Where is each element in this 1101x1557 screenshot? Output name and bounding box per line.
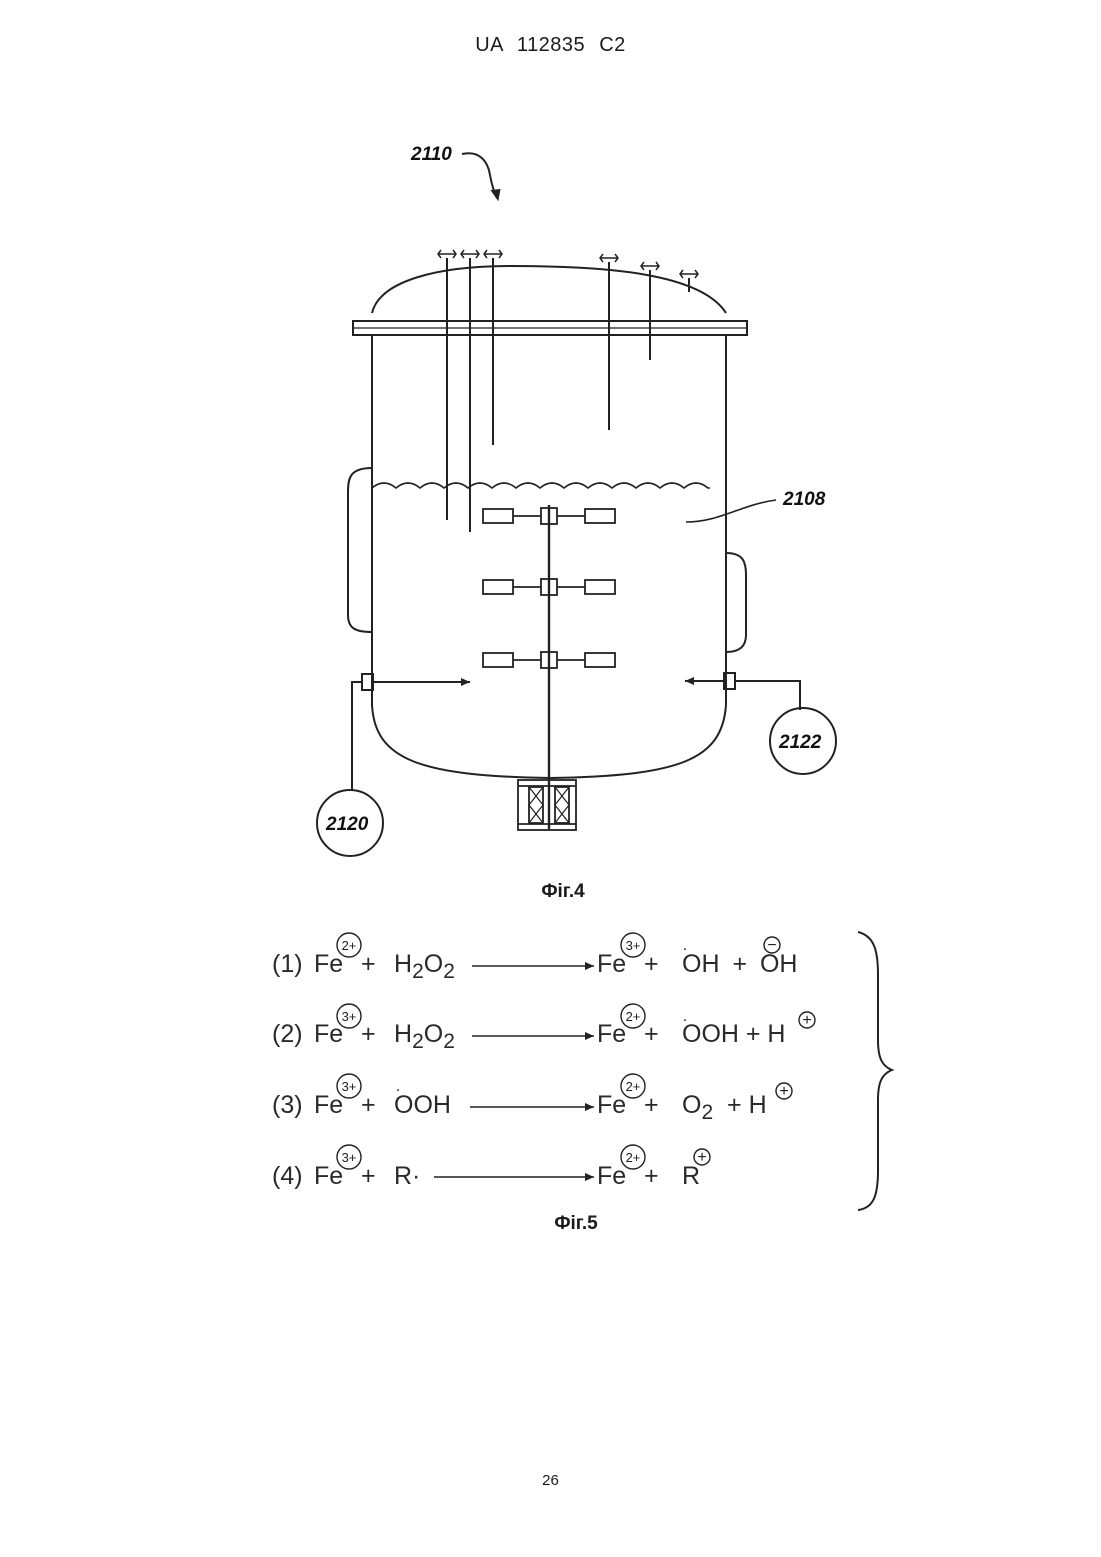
iron-product: Fe (597, 1020, 626, 1049)
ref-2110: 2110 (410, 144, 452, 165)
hydroperoxyl-reactant: OOH (394, 1091, 451, 1120)
equation-brace (858, 932, 892, 1210)
charge-eq2-h: + (802, 1012, 811, 1029)
charge-eq3-left: 3+ (342, 1079, 357, 1094)
peroxide-reactant: H2O2 (394, 950, 455, 984)
figure5-caption: Фіг.5 (476, 1213, 676, 1235)
equation-number: (4) (272, 1162, 303, 1191)
equation-products: OOH + H (682, 1020, 786, 1049)
figure4-caption: Фіг.4 (463, 881, 663, 903)
liquid-surface (372, 483, 710, 488)
iron-reactant: Fe (314, 950, 343, 979)
right-jacket (726, 553, 746, 652)
iron-reactant: Fe (314, 1162, 343, 1191)
left-jacket (348, 468, 372, 632)
equation-number: (3) (272, 1091, 303, 1120)
equation-products: OH + OH (682, 950, 798, 979)
charge-eq3-h: + (779, 1083, 788, 1100)
charge-eq4-right: 2+ (626, 1150, 641, 1165)
charge-eq1-right: 3+ (626, 938, 641, 953)
ref-2108: 2108 (782, 489, 826, 510)
vessel-top-dome (372, 266, 726, 313)
iron-reactant: Fe (314, 1091, 343, 1120)
agitator-drive (518, 780, 576, 830)
equation-number: (1) (272, 950, 303, 979)
charge-eq1-left: 2+ (342, 938, 357, 953)
charge-eq2-left: 3+ (342, 1009, 357, 1024)
iron-product: Fe (597, 1091, 626, 1120)
page-number: 26 (0, 1472, 1101, 1489)
ref-2120: 2120 (325, 814, 369, 835)
equation-products: R (682, 1162, 700, 1191)
ref-2108-leader (686, 500, 776, 522)
charge-eq3-right: 2+ (626, 1079, 641, 1094)
ref-2122: 2122 (778, 732, 822, 753)
peroxide-reactant: H2O2 (394, 1020, 455, 1054)
equation-number: (2) (272, 1020, 303, 1049)
iron-product: Fe (597, 950, 626, 979)
charge-eq2-right: 2+ (626, 1009, 641, 1024)
radical-reactant: R· (394, 1162, 420, 1191)
equation-products: O2 + H (682, 1091, 767, 1125)
charge-eq4-left: 3+ (342, 1150, 357, 1165)
iron-reactant: Fe (314, 1020, 343, 1049)
iron-product: Fe (597, 1162, 626, 1191)
